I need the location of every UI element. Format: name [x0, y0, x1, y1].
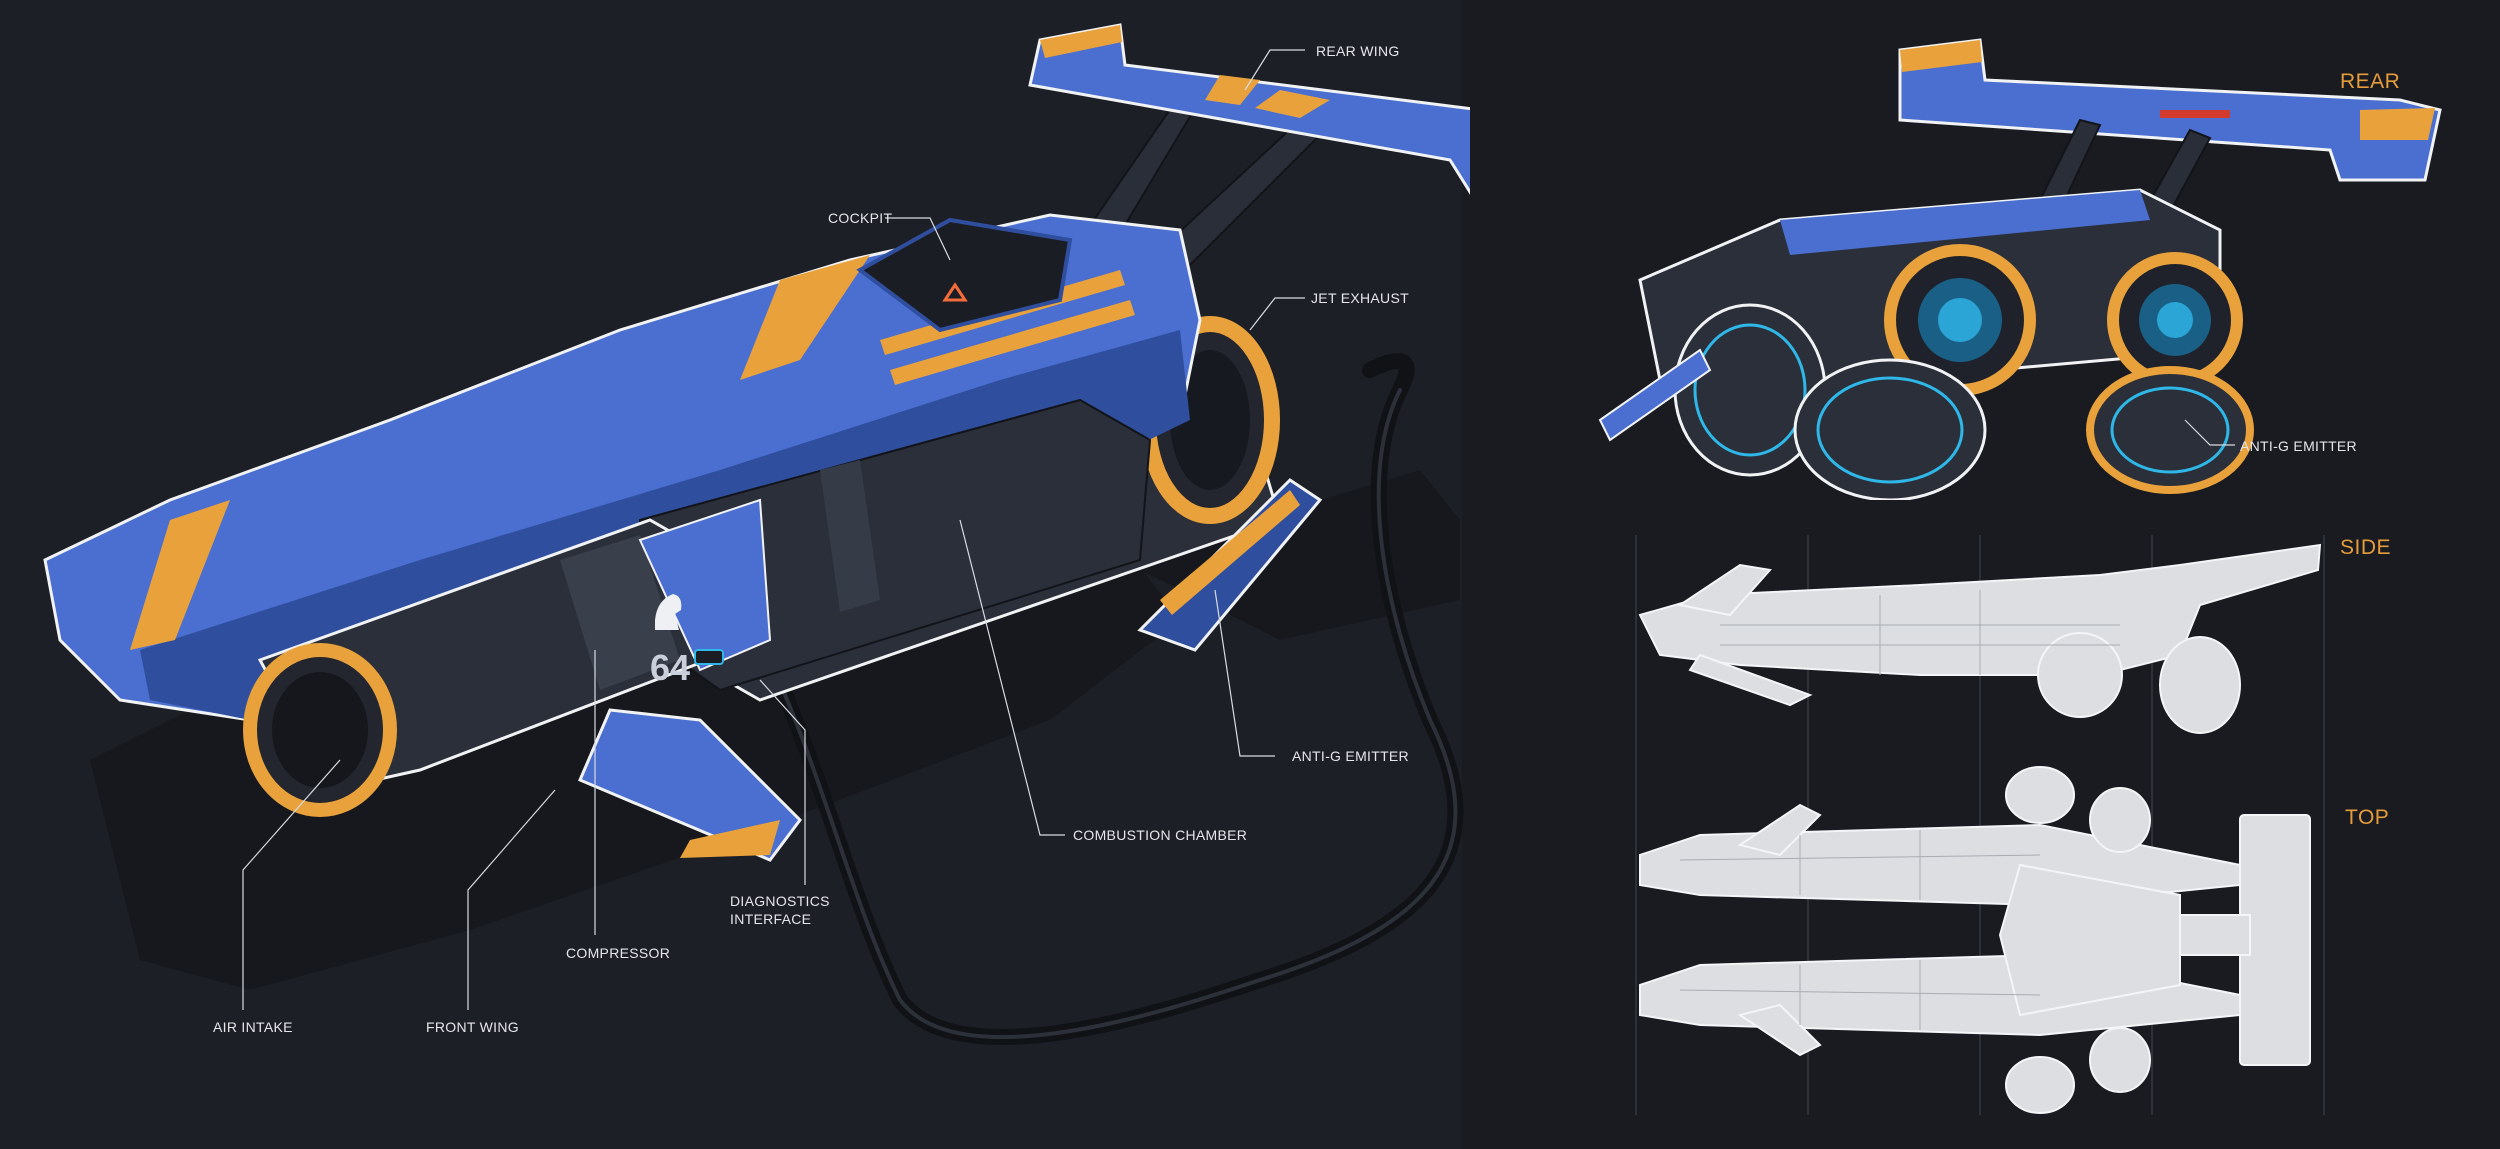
view-label-top: TOP	[2345, 806, 2390, 829]
callout-cockpit: COCKPIT	[828, 210, 893, 226]
callout-leader-lines	[242, 49, 1305, 1010]
rear-view-anti-g-emitters	[1598, 303, 2254, 500]
callout-air-intake: AIR INTAKE	[213, 1019, 293, 1035]
callout-diagnostics-line2: INTERFACE	[730, 911, 812, 927]
callout-diagnostics-interface: DIAGNOSTICS INTERFACE	[730, 892, 830, 928]
rear-view-leader-line	[2184, 419, 2235, 446]
callout-jet-exhaust: JET EXHAUST	[1311, 290, 1409, 306]
hover-racer-perspective-illustration: 64	[43, 23, 1470, 1046]
callout-diagnostics-line1: DIAGNOSTICS	[730, 893, 830, 909]
rear-view-wing	[1898, 38, 2442, 182]
diagnostics-port	[694, 649, 724, 665]
anti-g-emitter-fin	[1137, 478, 1323, 652]
front-engine-pod	[243, 498, 772, 817]
knight-chess-piece-icon	[655, 594, 682, 630]
rear-view-illustration	[1598, 38, 2442, 500]
callout-rear-anti-g-emitter: ANTI-G EMITTER	[2240, 438, 2357, 454]
rear-wing	[1028, 23, 1470, 195]
view-label-side: SIDE	[2340, 536, 2392, 559]
side-view-blueprint	[1638, 543, 2322, 734]
callout-rear-wing: REAR WING	[1316, 43, 1400, 59]
callout-front-wing: FRONT WING	[426, 1019, 519, 1035]
top-view-blueprint	[1639, 766, 2311, 1114]
view-label-rear: REAR	[2340, 70, 2401, 93]
orthographic-blueprints	[1635, 535, 2325, 1115]
callout-anti-g-emitter: ANTI-G EMITTER	[1292, 748, 1409, 764]
front-wing	[578, 708, 802, 862]
callout-combustion-chamber: COMBUSTION CHAMBER	[1073, 827, 1248, 843]
callout-compressor: COMPRESSOR	[566, 945, 671, 961]
car-number: 64	[650, 647, 690, 688]
rear-view-exhausts	[1884, 244, 2243, 396]
